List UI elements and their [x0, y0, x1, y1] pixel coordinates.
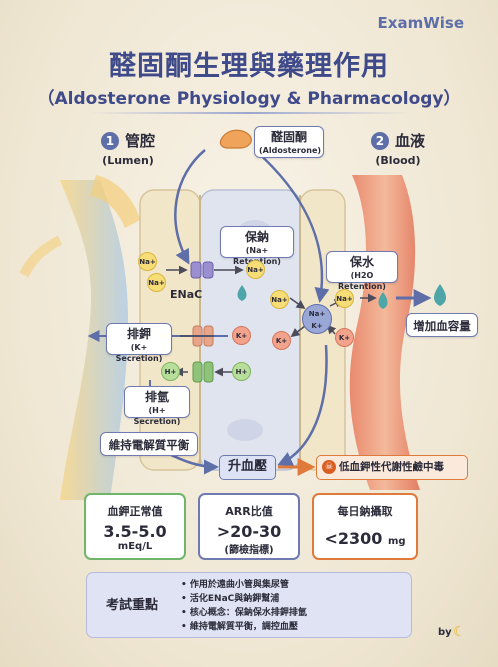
- exam-point: 核心概念：保鈉保水排鉀排氫: [181, 606, 307, 620]
- stat-potassium: 血鉀正常值 3.5-5.0 mEq/L: [84, 493, 186, 560]
- blood-number: 2: [370, 131, 389, 150]
- h-secretion-box: 排氫 (H+ Secretion): [124, 386, 190, 426]
- stat-sodium-row: <2300 mg: [314, 529, 416, 548]
- na-ion: Na+: [335, 289, 354, 308]
- lumen-subtitle: (Lumen): [102, 154, 154, 167]
- moon-logo-icon: ☾: [453, 624, 466, 640]
- volume-text: 增加血容量: [413, 319, 471, 333]
- lumen-number: 1: [100, 131, 119, 150]
- stat-potassium-header: 血鉀正常值: [107, 505, 163, 518]
- arrow-aldosterone-to-enac: [174, 149, 206, 265]
- enac-label: ENaC: [170, 288, 203, 301]
- aldosterone-molecule-icon: [219, 129, 252, 149]
- stat-sodium-unit: mg: [387, 536, 406, 547]
- blood-title: 血液: [394, 132, 425, 150]
- balance-text: 維持電解質平衡: [108, 438, 190, 452]
- na-k-pump: Na+ K+: [302, 304, 332, 334]
- na-k-pump-k: K+: [311, 322, 323, 330]
- arrow-na-to-pump: [289, 297, 306, 310]
- stat-arr: ARR比值 >20-30 (篩檢指標): [198, 493, 300, 560]
- exam-point: 作用於遠曲小管與集尿管: [181, 578, 307, 592]
- na-ion: Na+: [270, 290, 289, 309]
- exam-point: 活化ENaC與鈉鉀幫浦: [181, 592, 307, 606]
- lumen-title: 管腔: [124, 132, 155, 150]
- water-drop-icon: [378, 292, 388, 309]
- exam-point: 維持電解質平衡，調控血壓: [181, 620, 307, 634]
- page-subtitle: （Aldosterone Physiology & Pharmacology）: [37, 89, 461, 109]
- h2o-retention-en: (H2O Retention): [338, 271, 386, 291]
- skull-icon: ☠: [322, 460, 336, 474]
- exam-points-list: 作用於遠曲小管與集尿管 活化ENaC與鈉鉀幫浦 核心概念：保鈉保水排鉀排氫 維持…: [181, 578, 307, 634]
- k-secretion-zh: 排鉀: [126, 327, 151, 341]
- na-k-pump-na: Na+: [308, 310, 326, 318]
- stat-arr-unit: (篩檢指標): [224, 545, 274, 556]
- arrow-cell-k: [290, 325, 306, 338]
- volume-box: 增加血容量: [406, 313, 478, 337]
- stat-arr-value: >20-30: [216, 522, 282, 541]
- h-ion: H+: [161, 362, 180, 381]
- h2o-retention-box: 保水 (H2O Retention): [326, 251, 398, 291]
- stat-potassium-value: 3.5-5.0: [103, 522, 167, 541]
- exam-title: 考試重點: [105, 598, 158, 613]
- exam-points-panel: 考試重點 作用於遠曲小管與集尿管 活化ENaC與鈉鉀幫浦 核心概念：保鈉保水排鉀…: [86, 572, 412, 638]
- blood-header: 2 血液 (Blood): [358, 130, 438, 167]
- toxic-text: 低血鉀性代謝性鹼中毒: [339, 461, 444, 473]
- na-retention-box: 保鈉 (Na+ Retention): [220, 226, 294, 266]
- h-secretion-en: (H+ Secretion): [133, 406, 181, 426]
- title-divider: [88, 112, 410, 114]
- balance-box: 維持電解質平衡: [100, 432, 198, 456]
- k-ion: K+: [272, 331, 291, 350]
- aldosterone-box: 醛固酮 (Aldosterone): [254, 126, 324, 158]
- h2o-retention-zh: 保水: [349, 255, 374, 269]
- na-ion: Na+: [147, 273, 166, 292]
- stat-potassium-unit: mEq/L: [117, 541, 153, 552]
- water-drop-icon: [434, 284, 446, 306]
- brand-logo: ExamWise: [377, 14, 464, 32]
- footer-by: by: [438, 627, 452, 638]
- k-ion: K+: [335, 328, 354, 347]
- k-secretion-box: 排鉀 (K+ Secretion): [106, 323, 172, 363]
- h-ion: H+: [232, 362, 251, 381]
- stat-sodium-header: 每日鈉攝取: [337, 505, 393, 518]
- aldosterone-en: (Aldosterone): [259, 146, 322, 155]
- na-ion: Na+: [246, 260, 265, 279]
- enac-channel-icon: [190, 261, 214, 279]
- stat-arr-header: ARR比值: [225, 505, 273, 518]
- na-retention-zh: 保鈉: [244, 230, 269, 244]
- stat-sodium: 每日鈉攝取 <2300 mg: [312, 493, 418, 560]
- water-drop-icon: [237, 285, 247, 301]
- raise-bp-box: 升血壓: [219, 455, 276, 480]
- stat-sodium-value: <2300: [324, 529, 383, 548]
- blood-subtitle: (Blood): [375, 154, 421, 167]
- h-secretion-zh: 排氫: [144, 390, 169, 404]
- na-ion: Na+: [138, 252, 157, 271]
- toxic-box: ☠ 低血鉀性代謝性鹼中毒: [316, 455, 468, 480]
- page-title: 醛固酮生理與藥理作用: [109, 51, 389, 82]
- aldosterone-zh: 醛固酮: [270, 130, 307, 144]
- arrow-pump-to-bp: [277, 344, 328, 466]
- lumen-header: 1 管腔 (Lumen): [88, 130, 168, 167]
- k-ion: K+: [232, 326, 251, 345]
- k-secretion-en: (K+ Secretion): [115, 343, 163, 363]
- arrow-aldosterone-to-pump: [254, 149, 330, 303]
- h-channel-icon: [192, 361, 214, 383]
